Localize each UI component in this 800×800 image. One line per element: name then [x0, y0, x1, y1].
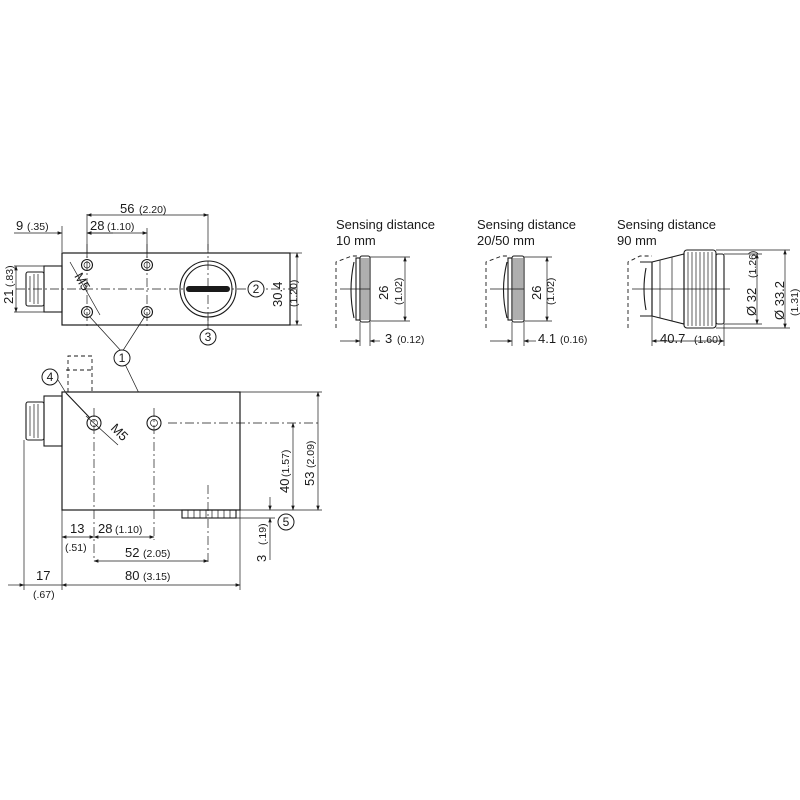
- front-dim-28: 28: [98, 521, 112, 536]
- top-dim-21: 21: [1, 290, 16, 304]
- front-view: M5 53 (2.09) 40 (1.57) (.19) 3 5 4 13 (: [8, 355, 322, 601]
- lens-20-50mm-heading-1: Sensing distance: [477, 217, 576, 232]
- top-dim-30-4-in: (1.20): [288, 280, 300, 307]
- front-dim-52: 52: [125, 545, 139, 560]
- front-dim-52-in: (2.05): [143, 548, 170, 560]
- front-dim-17-in: (.67): [33, 589, 55, 601]
- top-dim-28-in: (1.10): [107, 221, 134, 233]
- front-view-connector: [25, 395, 63, 447]
- svg-text:3: 3: [205, 330, 212, 344]
- svg-text:4: 4: [47, 370, 54, 384]
- top-dim-56: 56: [120, 201, 134, 216]
- lens-10mm-dim-26-in: (1.02): [393, 278, 405, 305]
- lens-90mm-dim-40-7-in: (1.60): [694, 334, 721, 346]
- front-dim-13: 13: [70, 521, 84, 536]
- lens-10mm-heading-2: 10 mm: [336, 233, 376, 248]
- lens-20-50mm-dim-26: 26: [529, 286, 544, 300]
- top-view-lens: [179, 260, 237, 318]
- lens-90mm-dim-33-2: Ø 33.2: [772, 281, 787, 320]
- lens-10mm-dim-26: 26: [376, 286, 391, 300]
- front-dim-28-in: (1.10): [115, 524, 142, 536]
- lens-20-50mm-dim-4-1-in: (0.16): [560, 334, 587, 346]
- front-dim-53-in: (2.09): [305, 441, 317, 468]
- callout-4: 4: [41, 368, 67, 394]
- front-dim-80-in: (3.15): [143, 571, 170, 583]
- front-dim-40: 40: [277, 479, 292, 493]
- svg-text:2: 2: [253, 282, 260, 296]
- front-view-housing: [61, 391, 241, 511]
- lens-10mm-heading-1: Sensing distance: [336, 217, 435, 232]
- lens-20-50mm-dim-26-in: (1.02): [545, 278, 557, 305]
- lens-10mm-dim-3: 3: [385, 331, 392, 346]
- front-dim-13-in: (.51): [65, 542, 87, 554]
- front-view-alt-connector: [66, 355, 94, 392]
- callout-3: 3: [199, 318, 217, 346]
- lens-90mm-dim-32-in: (1.26): [747, 251, 759, 278]
- lens-90mm-dim-32: Ø 32: [744, 288, 759, 316]
- front-dim-80: 80: [125, 568, 139, 583]
- front-dim-3: 3: [254, 555, 269, 562]
- front-dim-17: 17: [36, 568, 50, 583]
- lens-90mm-heading-1: Sensing distance: [617, 217, 716, 232]
- lens-10mm-view: Sensing distance 10 mm 26 (1.02) 3 (0.12…: [335, 217, 435, 346]
- top-dim-56-in: (2.20): [139, 204, 166, 216]
- lens-90mm-view: Sensing distance 90 mm Ø 32 (1.26) Ø 33.…: [617, 217, 800, 346]
- lens-90mm-dim-40-7: 40.7: [660, 331, 685, 346]
- lens-20-50mm-view: Sensing distance 20/50 mm 26 (1.02) 4.1 …: [477, 217, 587, 346]
- svg-text:1: 1: [119, 351, 126, 365]
- front-dim-53: 53: [302, 472, 317, 486]
- lens-90mm-dim-33-2-in: (1.31): [789, 289, 800, 316]
- top-dim-28: 28: [90, 218, 104, 233]
- svg-text:5: 5: [283, 515, 290, 529]
- top-dim-21-in: (.83): [4, 265, 16, 287]
- top-dim-30-4: 30.4: [270, 282, 285, 307]
- lens-10mm-dim-3-in: (0.12): [397, 334, 424, 346]
- top-dim-9-in: (.35): [27, 221, 49, 233]
- callout-5: 5: [277, 513, 295, 531]
- front-view-lens-bar: [181, 509, 237, 519]
- callout-2: 2: [247, 280, 265, 298]
- lens-20-50mm-heading-2: 20/50 mm: [477, 233, 535, 248]
- top-view: 56 (2.20) 9 (.35) 28 (1.10) 21 (.83) 30.…: [1, 201, 302, 417]
- front-dim-3-in: (.19): [257, 523, 269, 545]
- lens-90mm-heading-2: 90 mm: [617, 233, 657, 248]
- lens-20-50mm-dim-4-1: 4.1: [538, 331, 556, 346]
- front-dim-40-in: (1.57): [280, 450, 292, 477]
- top-dim-9: 9: [16, 218, 23, 233]
